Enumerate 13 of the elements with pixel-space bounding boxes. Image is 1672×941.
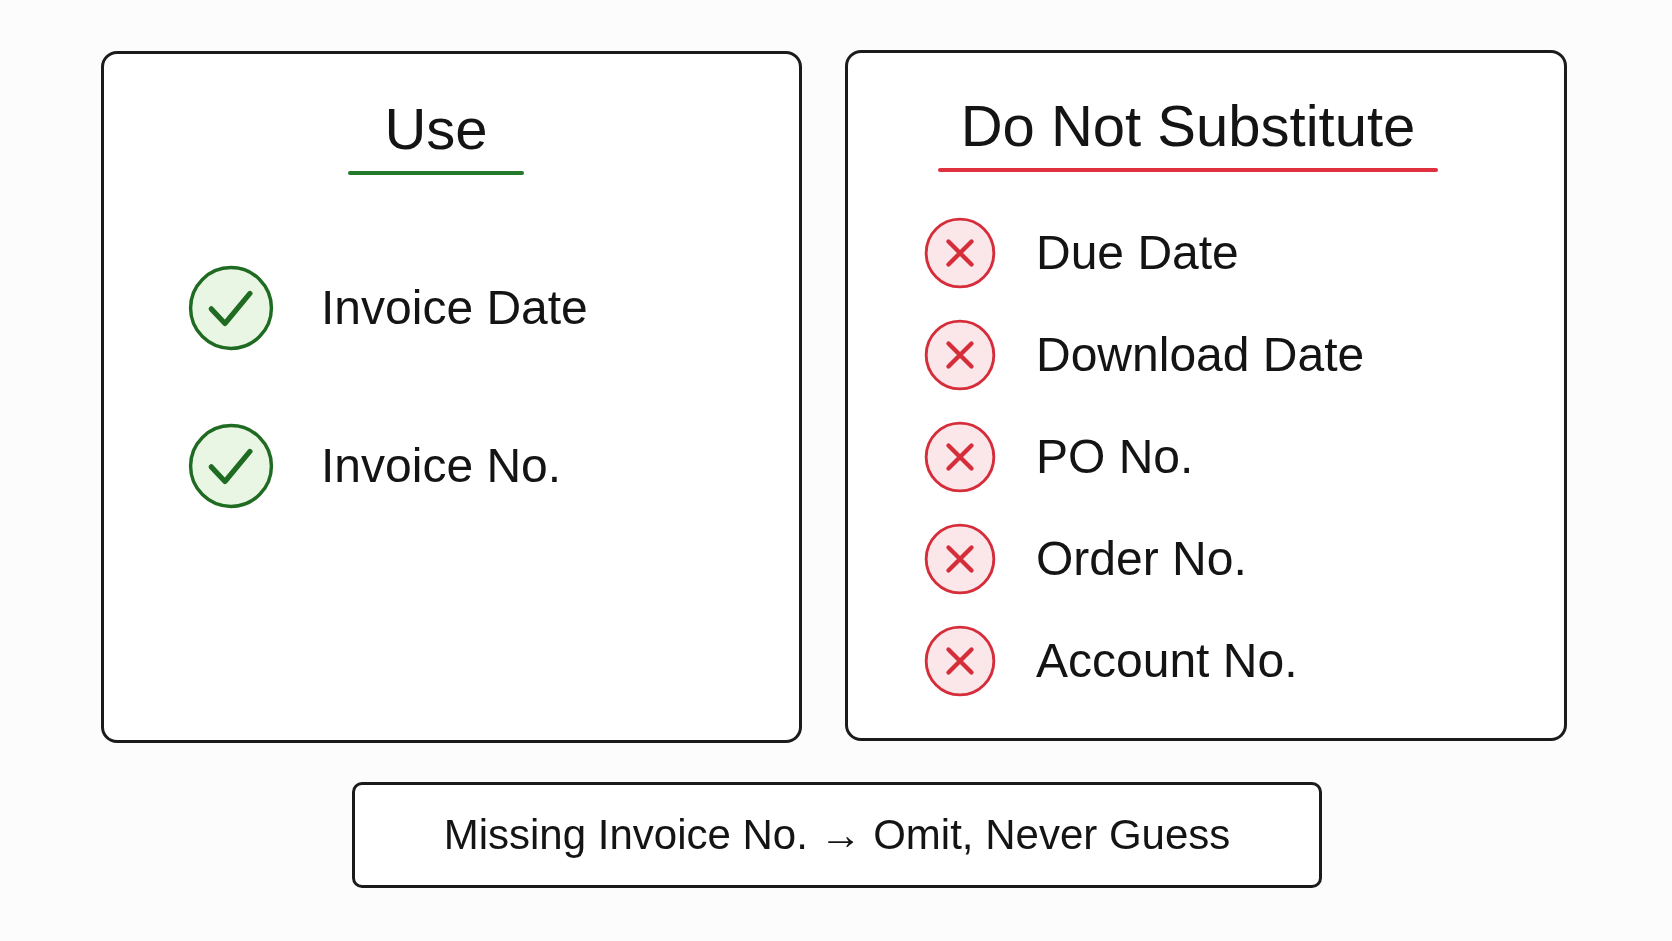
list-item-text: Invoice No. (321, 438, 562, 494)
list-item-text: Account No. (1036, 633, 1298, 689)
panel-heading: Use (384, 96, 488, 163)
list-item-text: Due Date (1036, 225, 1239, 281)
list-item-text: Download Date (1036, 327, 1365, 383)
list-panel (845, 50, 1567, 741)
note-box (352, 782, 1322, 888)
list-item-text: Invoice Date (321, 280, 588, 336)
list-item-text: Order No. (1036, 531, 1247, 587)
list-item-text: PO No. (1036, 429, 1194, 485)
list-panel (101, 51, 802, 743)
panel-heading: Do Not Substitute (960, 93, 1416, 160)
note-text: Missing Invoice No. → Omit, Never Guess (443, 810, 1231, 860)
